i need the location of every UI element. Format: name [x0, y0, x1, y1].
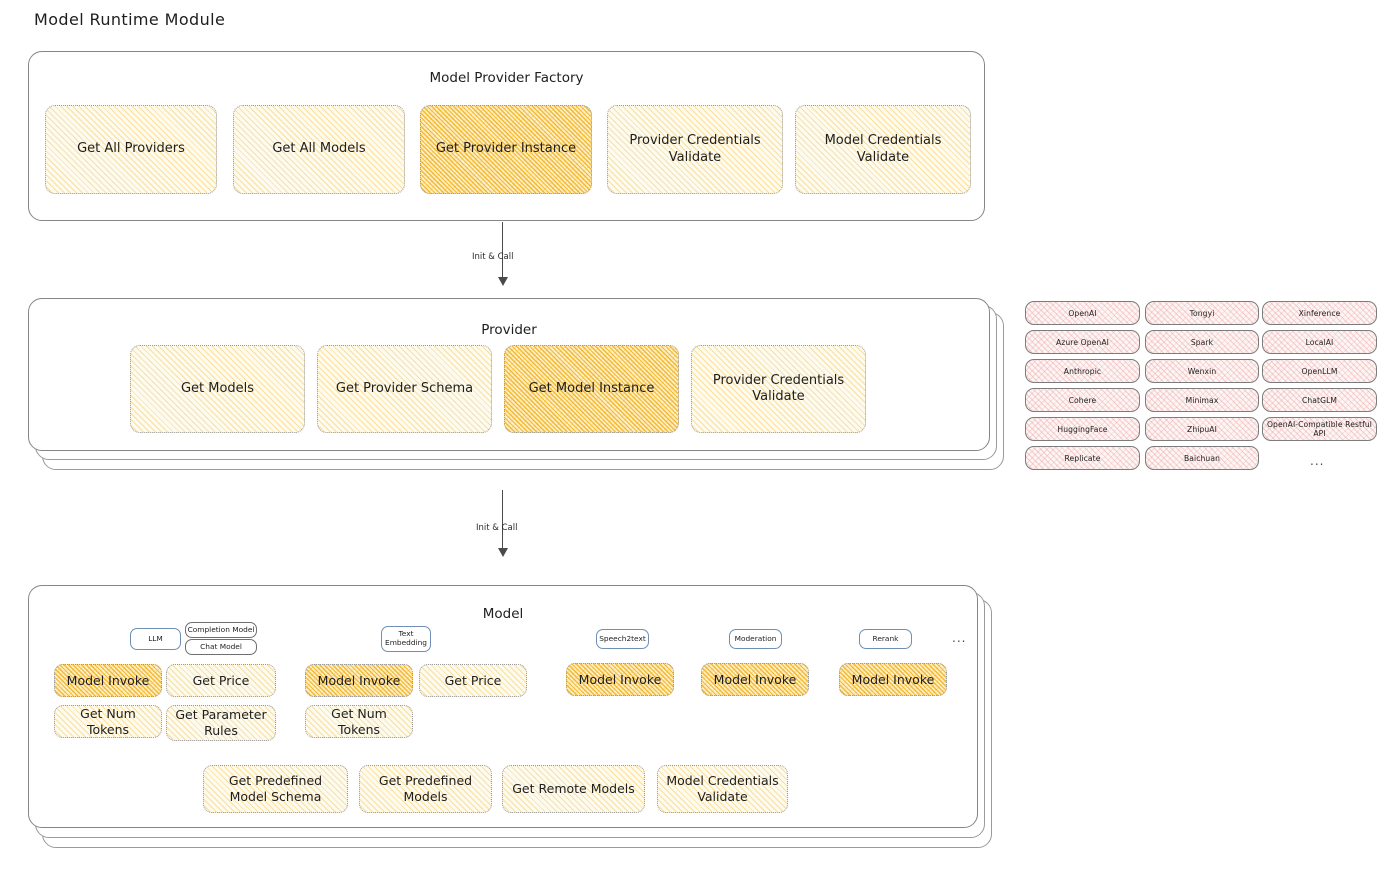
- provider-list-item[interactable]: ChatGLM: [1262, 388, 1377, 412]
- model-more-ellipsis: ...: [952, 631, 967, 645]
- model-badge-rerank[interactable]: Rerank: [859, 629, 912, 649]
- model-llm-method-get-parameter-rules[interactable]: Get Parameter Rules: [166, 705, 276, 741]
- provider-list-item[interactable]: ZhipuAI: [1145, 417, 1259, 441]
- provider-node-get-models[interactable]: Get Models: [130, 345, 305, 433]
- model-llm-method-model-invoke[interactable]: Model Invoke: [54, 664, 162, 697]
- provider-list-item[interactable]: Minimax: [1145, 388, 1259, 412]
- model-provider-factory-title: Model Provider Factory: [429, 70, 584, 86]
- model-common-method-model-credentials-validate[interactable]: Model Credentials Validate: [657, 765, 788, 813]
- provider-list-item[interactable]: Wenxin: [1145, 359, 1259, 383]
- factory-node-get-all-providers[interactable]: Get All Providers: [45, 105, 217, 194]
- model-common-method-get-predefined-model-schema[interactable]: Get Predefined Model Schema: [203, 765, 348, 813]
- arrow-factory-to-provider-label: Init & Call: [472, 252, 514, 262]
- model-badge-speech2text[interactable]: Speech2text: [596, 629, 649, 649]
- model-common-method-get-remote-models[interactable]: Get Remote Models: [502, 765, 645, 813]
- factory-node-get-provider-instance[interactable]: Get Provider Instance: [420, 105, 592, 194]
- provider-list-item[interactable]: Anthropic: [1025, 359, 1140, 383]
- model-sub-badge-completion-model[interactable]: Completion Model: [185, 622, 257, 638]
- model-sub-badge-chat-model[interactable]: Chat Model: [185, 639, 257, 655]
- page-title: Model Runtime Module: [34, 10, 226, 29]
- provider-list-item[interactable]: Xinference: [1262, 301, 1377, 325]
- arrow-provider-to-model: [502, 490, 504, 550]
- factory-node-model-credentials-validate[interactable]: Model Credentials Validate: [795, 105, 971, 194]
- provider-node-get-provider-schema[interactable]: Get Provider Schema: [317, 345, 492, 433]
- provider-list-item[interactable]: OpenAI: [1025, 301, 1140, 325]
- provider-list-item[interactable]: LocalAI: [1262, 330, 1377, 354]
- provider-list-item[interactable]: HuggingFace: [1025, 417, 1140, 441]
- model-moderation-method-model-invoke[interactable]: Model Invoke: [701, 663, 809, 696]
- provider-list-item[interactable]: Spark: [1145, 330, 1259, 354]
- model-llm-method-get-price[interactable]: Get Price: [166, 664, 276, 697]
- arrow-factory-to-provider-head: [498, 277, 508, 286]
- model-common-method-get-predefined-models[interactable]: Get Predefined Models: [359, 765, 492, 813]
- model-rerank-method-model-invoke[interactable]: Model Invoke: [839, 663, 947, 696]
- model-speech2text-method-model-invoke[interactable]: Model Invoke: [566, 663, 674, 696]
- provider-list-item[interactable]: OpenLLM: [1262, 359, 1377, 383]
- provider-list-item[interactable]: Azure OpenAI: [1025, 330, 1140, 354]
- provider-list-more-ellipsis: ...: [1310, 454, 1325, 468]
- model-text-embedding-method-get-price[interactable]: Get Price: [419, 664, 527, 697]
- factory-node-get-all-models[interactable]: Get All Models: [233, 105, 405, 194]
- model-badge-text-embedding[interactable]: Text Embedding: [381, 626, 431, 652]
- arrow-factory-to-provider: [502, 222, 504, 279]
- model-text-embedding-method-get-num-tokens[interactable]: Get Num Tokens: [305, 705, 413, 738]
- provider-list-item[interactable]: Replicate: [1025, 446, 1140, 470]
- model-badge-moderation[interactable]: Moderation: [729, 629, 782, 649]
- provider-node-provider-credentials-validate[interactable]: Provider Credentials Validate: [691, 345, 866, 433]
- model-llm-method-get-num-tokens[interactable]: Get Num Tokens: [54, 705, 162, 738]
- model-badge-llm[interactable]: LLM: [130, 628, 181, 650]
- model-title: Model: [482, 606, 524, 622]
- provider-list-item[interactable]: Tongyi: [1145, 301, 1259, 325]
- provider-title: Provider: [481, 322, 537, 338]
- arrow-provider-to-model-head: [498, 548, 508, 557]
- provider-list-item[interactable]: Baichuan: [1145, 446, 1259, 470]
- model-text-embedding-method-model-invoke[interactable]: Model Invoke: [305, 664, 413, 697]
- arrow-provider-to-model-label: Init & Call: [476, 523, 518, 533]
- provider-list-item[interactable]: OpenAI-Compatible Restful API: [1262, 417, 1377, 441]
- provider-node-get-model-instance[interactable]: Get Model Instance: [504, 345, 679, 433]
- provider-list-item[interactable]: Cohere: [1025, 388, 1140, 412]
- factory-node-provider-credentials-validate[interactable]: Provider Credentials Validate: [607, 105, 783, 194]
